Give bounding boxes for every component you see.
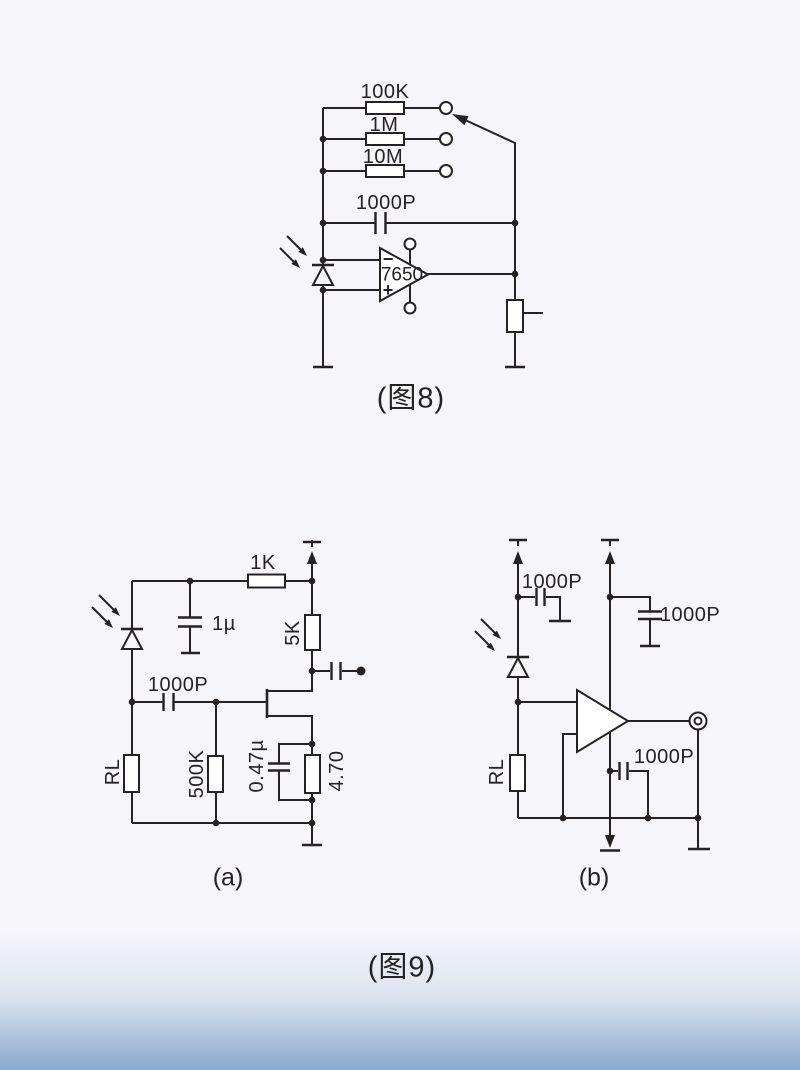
capacitor-1u [178,616,202,628]
fig9b-caption: (b) [578,863,610,892]
capacitor-1000p-right [638,610,662,621]
fig9a-caption: (a) [212,863,244,892]
resistor-470 [304,754,321,794]
label-resistor-470: 4.70 [326,750,348,792]
label-capacitor-1000p-bottom: 1000P [633,746,695,768]
supply-terminal-icons [509,538,619,564]
switch-contact-2 [439,132,453,146]
label-resistor-500k: 500K [186,749,208,799]
label-resistor-1m: 1M [369,114,399,136]
fig9b-wires [517,540,699,848]
label-capacitor-1u: 1µ [212,613,236,635]
fig9a-circuit [91,540,366,847]
negative-rail-icon [600,835,620,852]
resistor-1k [247,573,286,589]
capacitor-047u [268,762,290,772]
label-capacitor-1000p-left: 1000P [521,571,583,593]
photodiode-icon [474,618,530,678]
opamp-null-pin-top [403,237,417,251]
output-terminal-icon [688,711,708,731]
switch-contact-3 [439,164,453,178]
selector-arrow-icon [452,114,469,126]
junction-dots [514,593,702,822]
resistor-500k [207,755,224,793]
resistor-100k [365,101,405,115]
label-opamp-minus: − [382,249,394,269]
junction-dots [319,135,519,294]
resistor-rl [509,754,526,792]
photodiode-icon [91,594,144,650]
junction-dots [128,577,316,827]
capacitor-output [330,662,342,680]
resistor-1m [365,132,405,146]
fig8-caption: (图8) [376,382,446,415]
opamp-7650 [379,246,431,303]
capacitor-1000p-left [535,588,546,606]
label-resistor-5k: 5K [282,620,304,646]
opamp-null-pin-bottom [403,301,417,315]
fig9-caption: (图9) [367,951,437,984]
fig8-circuit [279,101,543,369]
label-capacitor-1000p: 1000P [355,192,417,214]
opamp-triangle [576,688,630,754]
label-resistor-1k: 1K [250,552,276,574]
capacitor-1000p [374,212,387,234]
output-terminal-dot [356,666,366,676]
label-capacitor-1000p-right: 1000P [659,604,721,626]
capacitor-1000p-input [162,693,175,711]
fig8-wires [322,107,543,366]
label-resistor-rl-a: RL [102,758,124,786]
supply-terminal-icon [303,540,321,564]
photodiode-icon [279,235,335,286]
potentiometer [506,299,524,333]
label-opamp-part: 7650 [380,264,424,286]
label-opamp-plus: + [382,280,394,300]
label-resistor-100k: 100K [360,81,410,103]
switch-contact-1 [439,101,453,115]
capacitor-1000p-bottom [618,762,629,780]
resistor-rl [123,754,140,793]
label-capacitor-047u: 0.47µ [246,739,268,793]
resistor-10m [365,164,405,178]
label-resistor-rl-b: RL [486,758,508,786]
label-resistor-10m: 10M [362,146,404,168]
label-capacitor-1000p-input: 1000P [147,674,209,696]
resistor-5k [304,614,321,651]
fig9b-circuit [474,538,710,852]
